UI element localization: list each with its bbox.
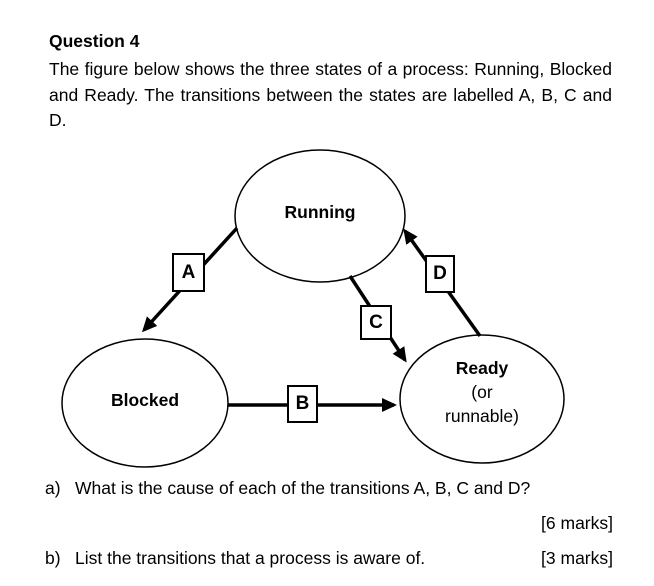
question-title: Question 4 — [49, 31, 140, 51]
transition-c-label: C — [369, 311, 383, 333]
ready-state-label-sub1: (or — [471, 382, 493, 402]
intro-paragraph: The figure below shows the three states … — [49, 59, 612, 130]
transition-a-label-box: A — [172, 253, 205, 292]
transition-d-label: D — [433, 263, 447, 284]
question-a-marks: [6 marks] — [541, 513, 613, 533]
ready-state-label-main: Ready — [455, 358, 509, 378]
running-state-label: Running — [284, 202, 356, 222]
transition-b-label-box: B — [287, 385, 318, 423]
state-diagram: Running Blocked Ready (or runnable) A B … — [0, 140, 654, 475]
question-a-marker: a) — [45, 478, 61, 498]
blocked-state-ellipse — [61, 338, 229, 468]
question-a-text: What is the cause of each of the transit… — [75, 478, 531, 498]
question-b-marks: [3 marks] — [541, 548, 613, 568]
transition-c-label-box: C — [360, 305, 392, 340]
transition-a-label: A — [181, 261, 196, 283]
running-state-ellipse — [234, 149, 406, 283]
question-a-line: a) What is the cause of each of the tran… — [45, 478, 613, 498]
ready-state-label: Ready (or runnable) — [400, 356, 564, 428]
ready-state-label-sub2: runnable) — [445, 406, 519, 426]
question-b-text: List the transitions that a process is a… — [75, 548, 426, 568]
blocked-state-label: Blocked — [110, 390, 180, 410]
question-b-line: b) List the transitions that a process i… — [45, 548, 613, 568]
transition-b-label: B — [295, 393, 310, 414]
ready-state-ellipse — [399, 334, 565, 464]
transition-d-label-box: D — [425, 255, 455, 293]
question-b-marker: b) — [45, 548, 61, 568]
